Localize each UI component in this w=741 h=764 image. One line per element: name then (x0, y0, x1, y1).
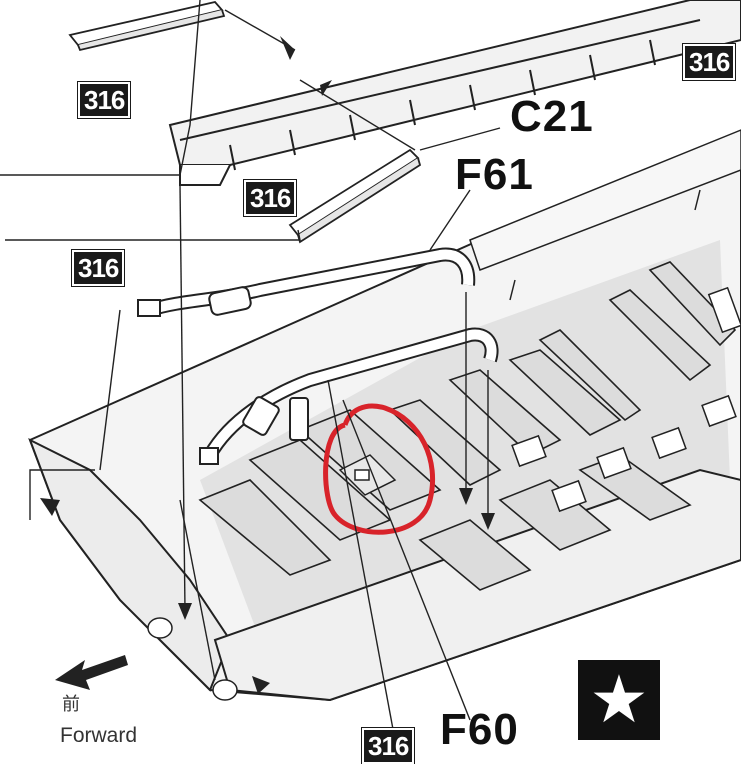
label-c21: C21 (510, 92, 594, 141)
f60-hose (199, 327, 499, 465)
highlighted-bracket (338, 454, 397, 496)
hull-tub (28, 138, 741, 702)
badge-316-bottom: 316 (360, 727, 416, 764)
small-bar-top (68, 1, 226, 52)
f61-hose (137, 247, 476, 317)
leader-lines (0, 0, 501, 741)
floor-blocks (511, 286, 741, 513)
badge-316-mid-rail: 316 (242, 179, 298, 217)
badge-316-top-right: 316 (681, 43, 737, 81)
label-f60: F60 (440, 705, 519, 754)
badge-316-top-left: 316 (76, 81, 132, 119)
c21-part (288, 148, 422, 244)
badge-316-left-hose: 316 (70, 249, 126, 287)
arrowheads (40, 36, 495, 694)
road-wheel-stubs (147, 617, 238, 701)
forward-label-japanese: 前 (62, 694, 80, 715)
star-icon: ★ (578, 660, 660, 740)
top-rail (168, 0, 741, 186)
forward-arrow (55, 655, 128, 690)
label-f61: F61 (455, 150, 534, 199)
floor-ribs (198, 261, 737, 591)
side-wall (469, 129, 741, 301)
forward-label-english: Forward (60, 724, 138, 747)
highlight-circle (323, 403, 436, 535)
